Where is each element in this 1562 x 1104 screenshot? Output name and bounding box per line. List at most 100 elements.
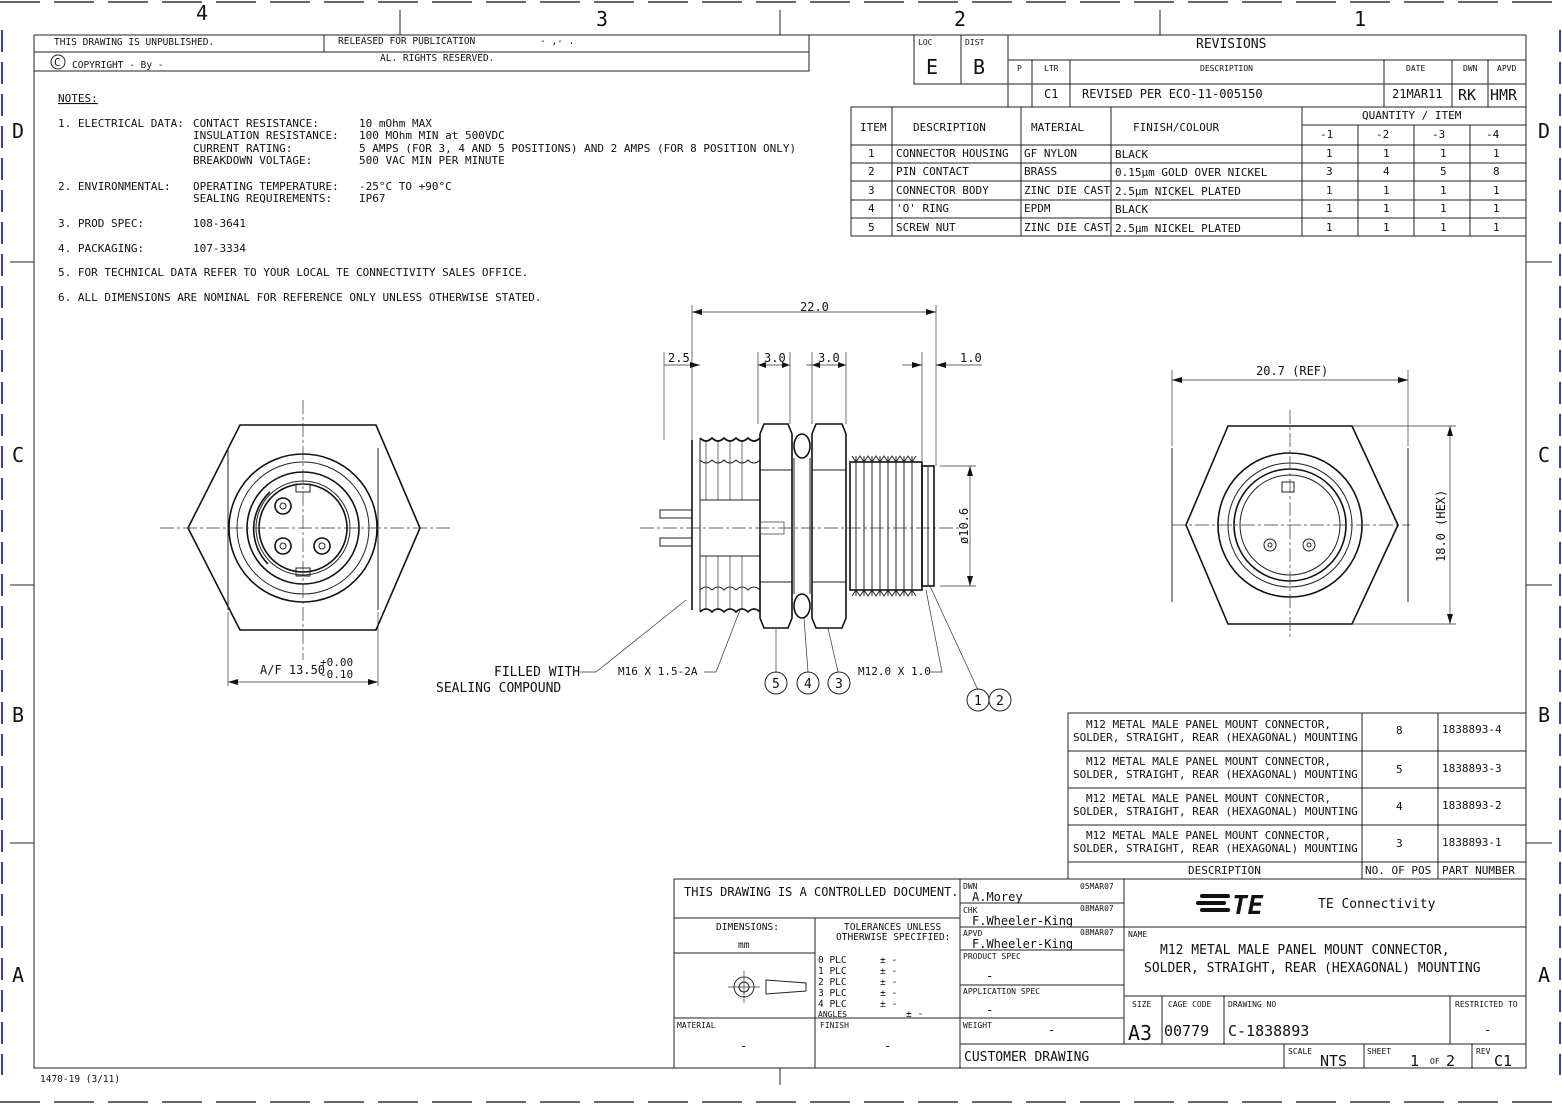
svg-text:3. PROD SPEC:: 3. PROD SPEC:	[58, 217, 144, 230]
svg-text:± -: ± -	[880, 988, 897, 999]
svg-text:0.15µm GOLD OVER NICKEL: 0.15µm GOLD OVER NICKEL	[1115, 166, 1268, 179]
revision-value: C1	[1494, 1052, 1512, 1070]
svg-text:1: 1	[1493, 202, 1500, 215]
svg-text:1 PLC: 1 PLC	[818, 966, 847, 977]
svg-text:-1: -1	[1320, 128, 1333, 141]
svg-text:5 AMPS (FOR 3, 4 AND 5 POSITIO: 5 AMPS (FOR 3, 4 AND 5 POSITIONS) AND 2 …	[359, 142, 796, 155]
dim-2-5: 2.5	[668, 351, 690, 365]
zone-3: 3	[596, 7, 608, 31]
svg-text:DWN: DWN	[963, 882, 978, 891]
svg-text:-3: -3	[1432, 128, 1445, 141]
svg-text:MATERIAL: MATERIAL	[1031, 121, 1084, 134]
callout-m16: M16 X 1.5-2A	[618, 665, 698, 678]
cage-code: 00779	[1164, 1022, 1209, 1040]
notes-block: NOTES: 1. ELECTRICAL DATA: CONTACT RESIS…	[58, 92, 796, 304]
svg-text:QUANTITY / ITEM: QUANTITY / ITEM	[1362, 109, 1462, 122]
svg-text:M12 METAL MALE PANEL MOUNT CON: M12 METAL MALE PANEL MOUNT CONNECTOR,	[1086, 829, 1331, 842]
svg-text:APPLICATION SPEC: APPLICATION SPEC	[963, 987, 1040, 996]
svg-text:1: 1	[1326, 147, 1333, 160]
svg-text:BLACK: BLACK	[1115, 203, 1148, 216]
svg-text:M12 METAL MALE PANEL MOUNT CON: M12 METAL MALE PANEL MOUNT CONNECTOR,	[1086, 755, 1331, 768]
svg-text:GF NYLON: GF NYLON	[1024, 147, 1077, 160]
svg-text:1: 1	[1440, 202, 1447, 215]
svg-text:RESTRICTED TO: RESTRICTED TO	[1455, 1000, 1518, 1009]
svg-text:SCREW NUT: SCREW NUT	[896, 221, 956, 234]
svg-text:BREAKDOWN VOLTAGE:: BREAKDOWN VOLTAGE:	[193, 154, 312, 167]
svg-text:1: 1	[1383, 202, 1390, 215]
svg-text:APVD: APVD	[1497, 64, 1516, 73]
svg-text:P: P	[1017, 64, 1022, 73]
zone-ticks	[10, 10, 1552, 1085]
svg-text:ZINC DIE CAST: ZINC DIE CAST	[1024, 221, 1110, 234]
svg-text:1: 1	[1326, 202, 1333, 215]
released-text: RELEASED FOR PUBLICATION	[338, 36, 476, 47]
svg-text:IP67: IP67	[359, 192, 386, 205]
svg-text:1: 1	[1493, 184, 1500, 197]
publication-header: THIS DRAWING IS UNPUBLISHED. RELEASED FO…	[33, 34, 810, 72]
product-spec: -	[986, 969, 993, 983]
svg-text:LOC: LOC	[918, 38, 933, 47]
zone-c-right: C	[1538, 443, 1550, 467]
svg-text:OPERATING TEMPERATURE:: OPERATING TEMPERATURE:	[193, 180, 339, 193]
loc-value: E	[926, 55, 938, 79]
svg-text:SIZE: SIZE	[1132, 1000, 1151, 1009]
svg-text:4 PLC: 4 PLC	[818, 999, 847, 1010]
af-tol-minus: -0.10	[320, 668, 353, 681]
sheet-total: 2	[1446, 1052, 1455, 1070]
svg-text:SOLDER, STRAIGHT, REAR (HEXAGO: SOLDER, STRAIGHT, REAR (HEXAGONAL) MOUNT…	[1073, 768, 1358, 781]
svg-text:'O' RING: 'O' RING	[896, 202, 949, 215]
drawn-by: A.Morey	[972, 890, 1023, 904]
balloon-3: 3	[835, 677, 843, 692]
svg-text:107-3334: 107-3334	[193, 242, 246, 255]
svg-text:± -: ± -	[880, 966, 897, 977]
svg-text:5: 5	[1396, 763, 1403, 776]
svg-text:3: 3	[868, 184, 875, 197]
svg-text:BLACK: BLACK	[1115, 148, 1148, 161]
svg-text:4: 4	[868, 202, 875, 215]
restricted-value: -	[1484, 1023, 1491, 1037]
bom-row: 1 CONNECTOR HOUSING GF NYLON BLACK 1 1 1…	[868, 147, 1500, 161]
variant-row: M12 METAL MALE PANEL MOUNT CONNECTOR, SO…	[1073, 718, 1502, 744]
svg-text:DRAWING NO: DRAWING NO	[1228, 1000, 1276, 1009]
svg-text:108-3641: 108-3641	[193, 217, 246, 230]
svg-text:1: 1	[1493, 221, 1500, 234]
svg-text:-4: -4	[1486, 128, 1500, 141]
svg-text:CONNECTOR HOUSING: CONNECTOR HOUSING	[896, 147, 1009, 160]
svg-text:± -: ± -	[880, 955, 897, 966]
variant-row: M12 METAL MALE PANEL MOUNT CONNECTOR, SO…	[1073, 755, 1502, 781]
unpublished-text: THIS DRAWING IS UNPUBLISHED.	[54, 37, 214, 48]
svg-text:1838893-4: 1838893-4	[1442, 723, 1502, 736]
balloon-1: 1	[974, 694, 982, 709]
svg-text:ZINC DIE CAST: ZINC DIE CAST	[1024, 184, 1110, 197]
drawing-number: C-1838893	[1228, 1022, 1309, 1040]
zone-4: 4	[196, 1, 208, 25]
svg-text:2.5µm NICKEL PLATED: 2.5µm NICKEL PLATED	[1115, 185, 1241, 198]
svg-text:± -: ± -	[880, 977, 897, 988]
svg-text:DATE: DATE	[1406, 64, 1425, 73]
svg-text:1838893-3: 1838893-3	[1442, 762, 1502, 775]
rev-ltr: C1	[1044, 87, 1058, 101]
svg-text:ANGLES: ANGLES	[818, 1010, 847, 1019]
svg-text:DESCRIPTION: DESCRIPTION	[1200, 64, 1253, 73]
rear-view	[1171, 370, 1456, 640]
svg-text:0 PLC: 0 PLC	[818, 955, 847, 966]
part-name-line1: M12 METAL MALE PANEL MOUNT CONNECTOR,	[1160, 943, 1450, 958]
zone-1: 1	[1354, 7, 1366, 31]
variants-pos-header: NO. OF POS	[1365, 864, 1431, 877]
svg-text:1: 1	[1383, 184, 1390, 197]
svg-text:1: 1	[1440, 147, 1447, 160]
dim-3-0-b: 3.0	[818, 351, 840, 365]
svg-text:PRODUCT SPEC: PRODUCT SPEC	[963, 952, 1021, 961]
svg-text:1: 1	[1440, 221, 1447, 234]
dim-1-0: 1.0	[960, 351, 982, 365]
dim-ref: 20.7 (REF)	[1256, 364, 1328, 378]
controlled-doc: THIS DRAWING IS A CONTROLLED DOCUMENT.	[684, 885, 959, 899]
svg-text:3 PLC: 3 PLC	[818, 988, 847, 999]
svg-text:CHK: CHK	[963, 906, 978, 915]
svg-text:5. FOR TECHNICAL DATA REFER TO: 5. FOR TECHNICAL DATA REFER TO YOUR LOCA…	[58, 266, 528, 279]
callout-filled: FILLED WITH	[494, 665, 580, 680]
svg-text:INSULATION RESISTANCE:: INSULATION RESISTANCE:	[193, 129, 339, 142]
svg-text:SOLDER, STRAIGHT, REAR (HEXAGO: SOLDER, STRAIGHT, REAR (HEXAGONAL) MOUNT…	[1073, 842, 1358, 855]
svg-text:BRASS: BRASS	[1024, 165, 1057, 178]
svg-text:2.5µm NICKEL PLATED: 2.5µm NICKEL PLATED	[1115, 222, 1241, 235]
